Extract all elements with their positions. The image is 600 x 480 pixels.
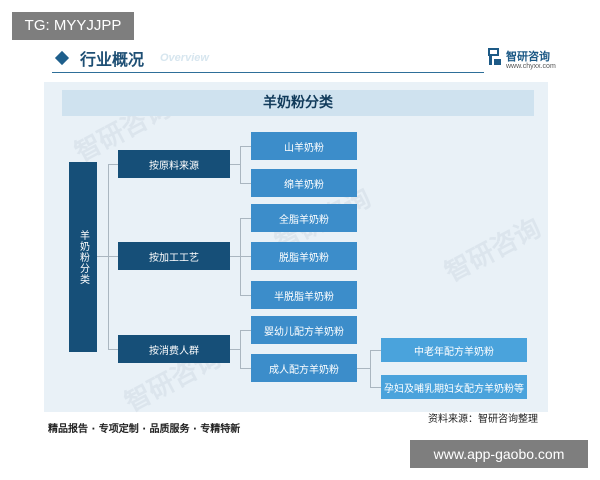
connector-line (370, 350, 381, 351)
overlay-tag: TG: MYYJJPP (12, 12, 134, 40)
connector-line (240, 218, 251, 219)
connector-line (97, 256, 108, 257)
category-node-processing: 按加工工艺 (118, 242, 230, 270)
section-title: 行业概况 (80, 50, 145, 69)
connector-line (108, 349, 118, 350)
company-logo-name: 智研咨询 (506, 50, 550, 63)
footer-slogan: 精品报告 · 专项定制 · 品质服务 · 专精特新 (48, 424, 241, 435)
leaf-node: 脱脂羊奶粉 (251, 242, 357, 270)
connector-line (357, 368, 370, 369)
source-note: 资料来源：智研咨询整理 (428, 414, 538, 425)
leaf-node: 全脂羊奶粉 (251, 204, 357, 232)
connector-line (370, 350, 371, 387)
connector-line (370, 387, 381, 388)
leaf-node: 婴幼儿配方羊奶粉 (251, 316, 357, 344)
leaf-node: 半脱脂羊奶粉 (251, 281, 357, 309)
section-title-english: Overview (160, 52, 209, 64)
connector-line (240, 146, 241, 183)
site-watermark: www.app-gaobo.com (410, 440, 588, 468)
company-logo-url: www.chyxx.com (506, 63, 556, 70)
leaf-node: 山羊奶粉 (251, 132, 357, 160)
category-node-raw-material: 按原料来源 (118, 150, 230, 178)
connector-line (230, 349, 240, 350)
header-divider (52, 72, 484, 73)
connector-line (240, 330, 251, 331)
sub-leaf-node: 中老年配方羊奶粉 (381, 338, 527, 362)
company-logo-icon (488, 48, 501, 65)
leaf-node: 成人配方羊奶粉 (251, 354, 357, 382)
leaf-node: 绵羊奶粉 (251, 169, 357, 197)
connector-line (240, 256, 251, 257)
connector-line (240, 295, 251, 296)
diagram-title: 羊奶粉分类 (62, 90, 534, 116)
connector-line (240, 330, 241, 368)
connector-line (240, 146, 251, 147)
root-node: 羊奶粉分类 (69, 162, 97, 352)
connector-line (230, 256, 240, 257)
connector-line (230, 164, 240, 165)
connector-line (240, 183, 251, 184)
connector-line (108, 164, 118, 165)
connector-line (108, 256, 118, 257)
sub-leaf-node: 孕妇及哺乳期妇女配方羊奶粉等 (381, 375, 527, 399)
root-node-label: 羊奶粉分类 (77, 229, 89, 285)
category-node-consumer: 按消费人群 (118, 335, 230, 363)
connector-line (240, 368, 251, 369)
